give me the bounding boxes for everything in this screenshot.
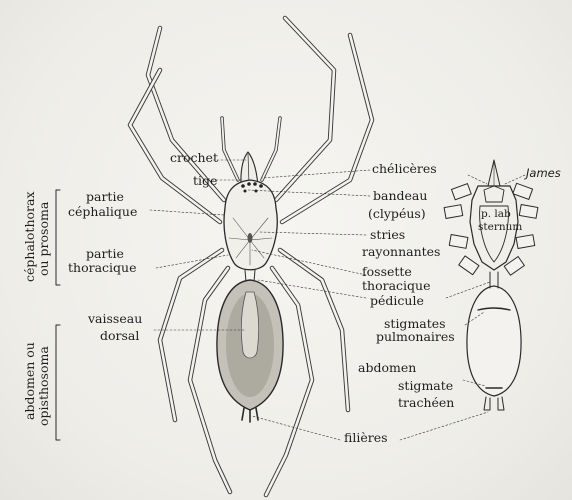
pedipalp-right (262, 118, 280, 180)
label-p-lab: p. lab (481, 209, 511, 220)
label-sternum: sternum (478, 222, 522, 233)
label-chelicerees: chélicères (372, 163, 437, 176)
label-pulmonaires: pulmonaires (376, 331, 455, 344)
label-pedicule: pédicule (370, 295, 424, 308)
label-abdomen: abdomen (358, 362, 416, 375)
label-thoracique-right: thoracique (362, 280, 430, 293)
label-vaisseau: vaisseau (88, 313, 142, 326)
spinnerets (242, 408, 258, 422)
label-partie-cephalique-1: partie (86, 191, 124, 204)
label-james: James (526, 168, 561, 180)
bracket-cephalothorax (56, 190, 60, 285)
label-stries: stries (370, 229, 405, 242)
label-opisthosoma: opisthosoma (38, 346, 51, 426)
label-dorsal: dorsal (100, 330, 139, 343)
label-cephalothorax: céphalothorax (24, 191, 37, 282)
label-clypeus: (clypéus) (368, 208, 426, 221)
label-rayonnantes: rayonnantes (362, 246, 440, 259)
label-tracheen: trachéen (398, 397, 454, 410)
label-partie-thoracique-2: thoracique (68, 262, 136, 275)
bracket-abdomen (56, 325, 60, 440)
label-stigmate: stigmate (398, 380, 453, 393)
label-tige: tige (193, 175, 217, 188)
label-bandeau: bandeau (373, 190, 427, 203)
label-abdomen-ou: abdomen ou (24, 342, 37, 420)
spider-dorsal-view (130, 18, 372, 495)
label-partie-thoracique-1: partie (86, 248, 124, 261)
label-ou-prosoma: ou prosoma (38, 202, 51, 276)
fovea (248, 233, 253, 243)
label-partie-cephalique-2: céphalique (68, 206, 137, 219)
label-fossette: fossette (362, 266, 412, 279)
cephalothorax (224, 180, 277, 270)
label-filieres: filières (344, 432, 388, 445)
leg-1-right (276, 18, 334, 200)
label-crochet: crochet (170, 152, 218, 165)
dorsal-vessel (241, 292, 258, 358)
spider-ventral-view (444, 160, 538, 410)
